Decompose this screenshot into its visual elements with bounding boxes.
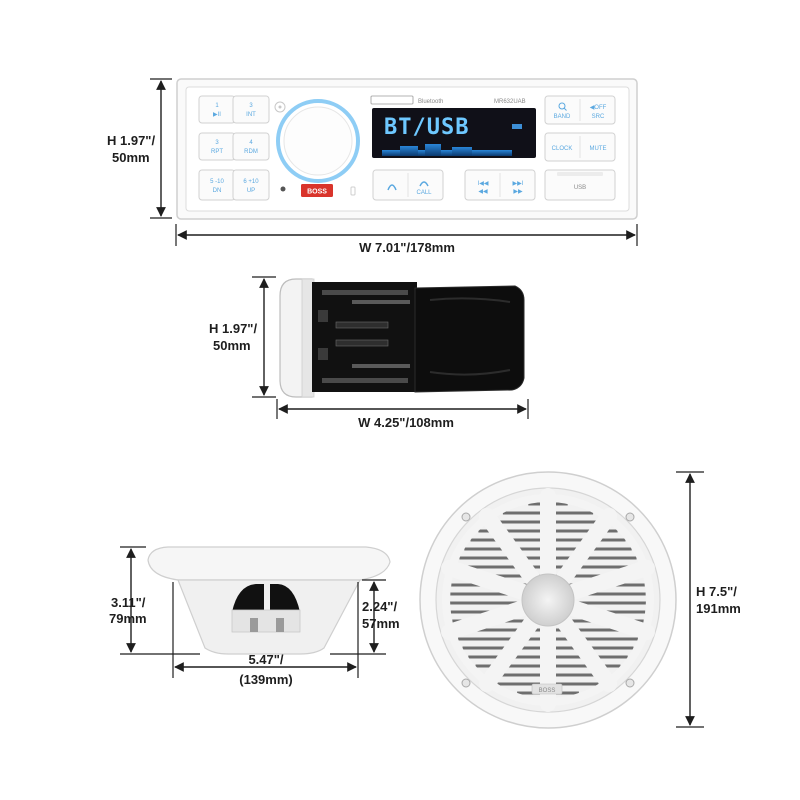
power-key-label: ◀OFF [590,105,607,111]
right-keypad: BAND ◀OFF SRC CLOCK MUTE USB [544,95,616,201]
radio-side-height-dimension: H 1.97"/ 50mm [209,276,276,398]
microphone-icon [274,101,286,113]
radio-side-height-label-line2: 50mm [213,338,251,353]
usb-port [544,169,616,201]
speaker-front-height-dimension: H 7.5"/ 191mm [676,471,741,728]
speaker-mount-screws [461,512,635,688]
lcd-source-text: BT/USB [384,115,469,140]
speaker-center-cap [521,573,575,627]
ir-sensor-dot [280,186,286,192]
speaker-front-height-label-line2: 191mm [696,601,741,616]
search-icon [558,102,567,111]
speaker-depth-label-line2: 57mm [362,616,400,631]
bluetooth-label: Bluetooth [418,99,443,105]
key-sub-label: DN [213,188,222,194]
grille-spoke [554,611,618,693]
mute-key-label: MUTE [590,146,607,152]
radio-front-height-label-line1: H 1.97"/ [107,133,155,148]
lcd-display: BT/USB [372,108,536,158]
key-sub-label: RPT [211,149,223,155]
preset-key-6: 6 +10 UP [232,169,270,201]
brand-logo-text: BOSS [307,189,327,196]
speaker-depth-label-line1: 2.24"/ [362,599,397,614]
lcd-spectrum-bars [382,144,512,156]
radio-front-height-dimension: H 1.97"/ 50mm [107,78,172,219]
speaker-side-width-dimension: 5.47"/ (139mm) [172,582,359,687]
prev-track-key-label: I◀◀ [478,181,489,187]
radio-rear-cover [414,285,525,393]
grille-spoke [562,599,655,641]
grille-spoke [441,559,534,601]
brand-badge: BOSS [301,184,333,197]
key-label: 6 +10 [243,179,259,185]
radio-side-width-label: W 4.25"/108mm [358,415,454,430]
preset-key-2: 3 INT [232,95,270,124]
radio-side-width-dimension: W 4.25"/108mm [276,399,529,430]
track-keys: I◀◀ ◀◀ ▶▶I ▶▶ [464,169,536,201]
grille-spoke [478,611,542,693]
speaker-front-view: BOSS H 7.5"/ 191mm [419,471,741,729]
speaker-side-body [147,546,391,655]
fast-forward-key-label: ▶▶ [513,189,523,195]
preset-key-5: 5 -10 DN [198,169,236,201]
radio-side-faceplate [279,278,315,398]
preset-key-1: 1 ▶II [198,95,236,124]
speaker-brand-badge: BOSS [531,683,563,695]
left-keypad: 1 ▶II 3 INT 3 RPT 4 RDM 5 -10 DN [198,95,270,201]
lcd-bt-indicator [512,124,522,129]
speaker-front-height-label-line1: H 7.5"/ [696,584,737,599]
speaker-width-label-line2: (139mm) [239,672,292,687]
preset-key-3: 3 RPT [198,132,236,161]
call-key-label: CALL [416,190,432,196]
grille-rim [442,494,654,706]
key-sub-label: INT [246,112,256,118]
speaker-side-height-dimension: 3.11"/ 79mm [109,546,200,655]
phone-hangup-icon [387,184,397,191]
speaker-side-height-label-line1: 3.11"/ [111,595,146,610]
source-key-label: SRC [592,114,605,120]
speaker-brand-text: BOSS [539,688,556,694]
rewind-key-label: ◀◀ [478,189,488,195]
grille-spoke [562,559,655,601]
grille-spoke [478,507,542,589]
speaker-side-view: 3.11"/ 79mm 2.24"/ 57mm 5.47"/ (139mm) [109,546,400,687]
key-label: 3 [215,140,219,146]
radio-front-height-label-line2: 50mm [112,150,150,165]
key-label: 5 -10 [210,179,224,185]
radio-chassis [312,282,417,392]
key-sub-label: UP [247,188,255,194]
call-keys: CALL [372,169,444,201]
speaker-side-height-label-line2: 79mm [109,611,147,626]
key-label: 3 [249,103,253,109]
volume-knob [276,99,360,183]
model-number: MR632UAB [494,99,526,105]
key-sub-label: ▶II [213,112,221,118]
key-sub-label: RDM [244,149,258,155]
preset-key-4: 4 RDM [232,132,270,161]
radio-front-view: 1 ▶II 3 INT 3 RPT 4 RDM 5 -10 DN [107,78,638,255]
radio-side-height-label-line1: H 1.97"/ [209,321,257,336]
clock-key-label: CLOCK [552,146,573,152]
usb-port-label: USB [574,185,586,191]
usb-icon-small [350,186,356,196]
band-key-label: BAND [554,114,571,120]
key-label: 4 [249,140,253,146]
grille-spoke [554,507,618,589]
speaker-width-label-line1: 5.47"/ [248,652,283,667]
radio-front-width-dimension: W 7.01"/178mm [175,224,638,255]
grille-spoke [441,599,534,641]
next-track-key-label: ▶▶I [513,181,524,187]
radio-front-width-label: W 7.01"/178mm [359,240,455,255]
radio-tag-badge [370,95,414,105]
speaker-grille [441,488,655,712]
key-label: 1 [215,103,219,109]
radio-side-view: H 1.97"/ 50mm W 4.25"/108mm [209,276,529,430]
phone-call-icon [419,181,429,187]
